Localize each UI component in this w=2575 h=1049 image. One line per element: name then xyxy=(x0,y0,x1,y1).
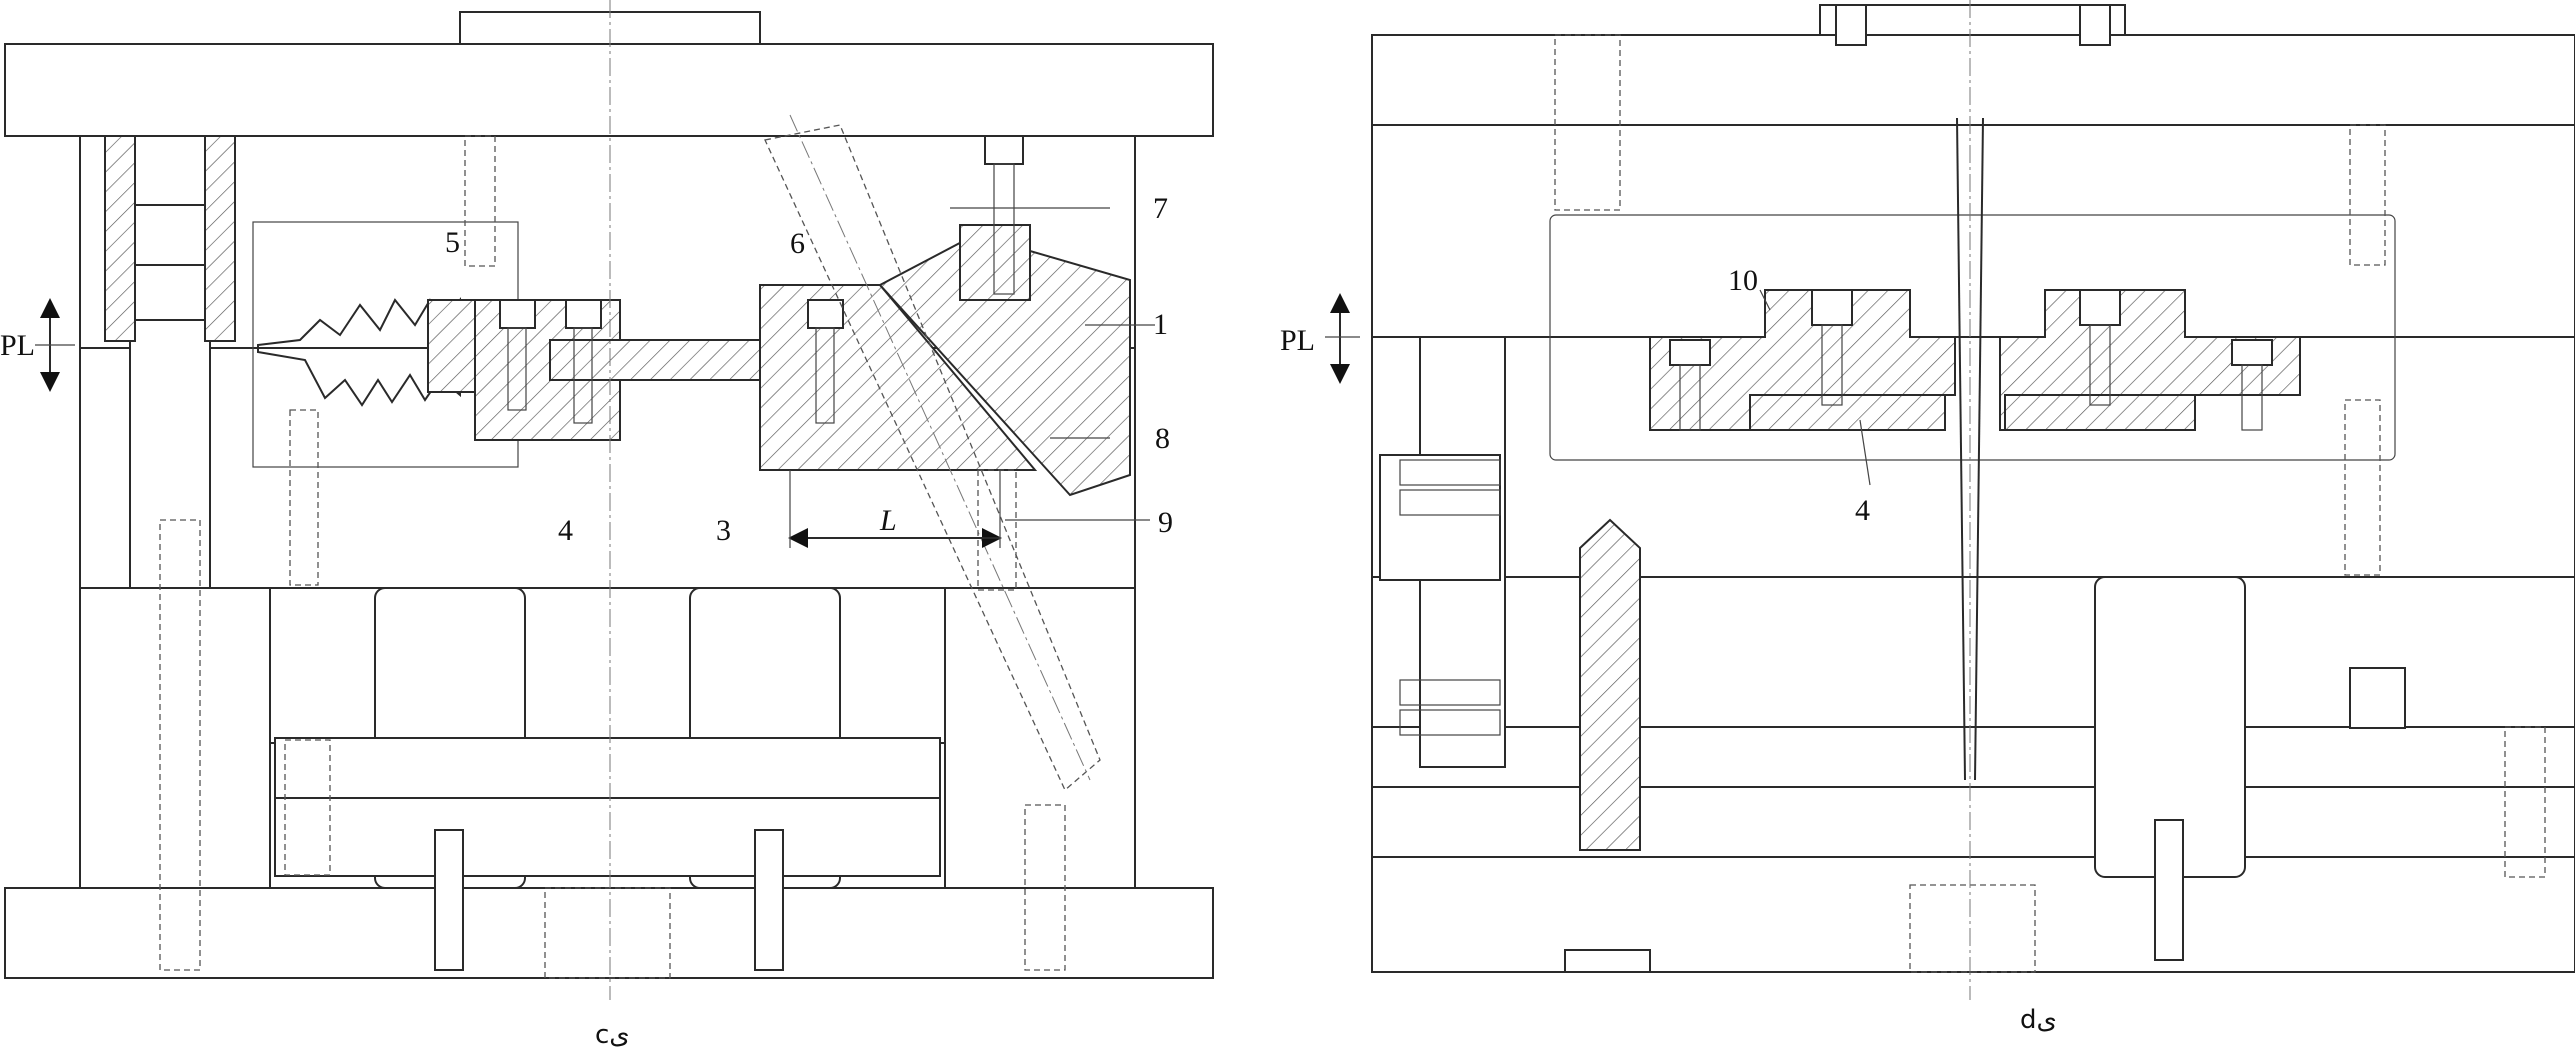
slide-block-6 xyxy=(759,284,1038,471)
label-8: 8 xyxy=(1155,422,1170,455)
screw-r3 xyxy=(1669,339,1711,366)
screw-head-7 xyxy=(984,135,1024,165)
molded-part xyxy=(257,297,461,407)
heel-block-7 xyxy=(959,224,1031,301)
spacer-right xyxy=(944,587,1136,889)
pl-label-right: PL xyxy=(1280,324,1315,357)
angle-pin xyxy=(764,124,1101,792)
screw-head-3 xyxy=(807,299,844,329)
top-clamp-plate xyxy=(4,43,1214,137)
guide-bush-r xyxy=(1379,454,1501,581)
holder-4-right xyxy=(2004,394,2196,431)
label-4-left: 4 xyxy=(558,514,573,547)
bottom-clamp-plate-r xyxy=(1371,856,2575,973)
return-pin xyxy=(1579,518,1641,851)
label-5: 5 xyxy=(445,226,460,259)
label-1: 1 xyxy=(1153,308,1168,341)
label-7: 7 xyxy=(1153,192,1168,225)
screw-r4 xyxy=(2231,339,2273,366)
screw-head-2 xyxy=(565,299,602,329)
slide-rod-3 xyxy=(549,339,761,381)
screw-r1 xyxy=(1811,289,1853,326)
ejector-pin-2 xyxy=(754,829,784,971)
cavity-plate-r xyxy=(1371,124,2575,338)
caption-d: dى xyxy=(2020,1005,2057,1035)
ejector-retainer xyxy=(274,737,941,799)
cavity-outline-r xyxy=(1549,214,2396,461)
label-10: 10 xyxy=(1728,264,1758,297)
guide-pillar xyxy=(129,135,211,589)
screw-head-1 xyxy=(499,299,536,329)
guide-bush-right xyxy=(204,135,236,342)
spacer-left xyxy=(79,587,271,889)
ejector-plate-r xyxy=(1371,786,2575,858)
guide-bush-left xyxy=(104,135,136,342)
top-clamp-plate-r xyxy=(1371,34,2575,126)
caption-c: cى xyxy=(595,1020,630,1049)
label-6: 6 xyxy=(790,227,805,260)
ejector-plate xyxy=(274,797,941,877)
right-mold-view xyxy=(1325,0,2575,1000)
ejector-pin-r xyxy=(2154,819,2184,961)
holder-4-left xyxy=(1749,394,1946,431)
screw-r2 xyxy=(2079,289,2121,326)
label-4-right: 4 xyxy=(1855,494,1870,527)
pl-label-left: PL xyxy=(0,329,35,362)
bottom-clamp-plate xyxy=(4,887,1214,979)
core-plate-r xyxy=(1371,336,2575,578)
label-9: 9 xyxy=(1158,506,1173,539)
stop-block xyxy=(2349,667,2406,729)
dimension-L: L xyxy=(879,504,897,537)
left-mold-view xyxy=(4,0,1214,1000)
retainer-r xyxy=(1371,726,2575,788)
label-3: 3 xyxy=(716,514,731,547)
ejector-pin-1 xyxy=(434,829,464,971)
